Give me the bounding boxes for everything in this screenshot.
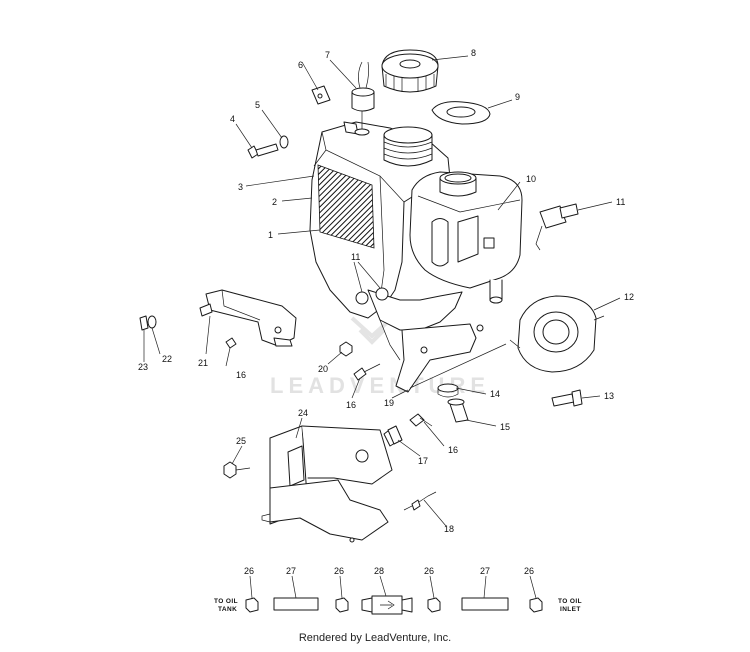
- nut-20[interactable]: [339, 341, 353, 357]
- callout-24: 24: [298, 408, 308, 418]
- callout-22: 22: [162, 354, 172, 364]
- callout-23: 23: [138, 362, 148, 372]
- callout-8: 8: [471, 48, 476, 58]
- support-bracket[interactable]: [261, 425, 401, 543]
- cap-gasket[interactable]: [431, 101, 491, 125]
- to-oil-tank-line1: TO OIL: [214, 598, 238, 605]
- callout-19: 19: [384, 398, 394, 408]
- oil-tank[interactable]: [309, 110, 463, 361]
- callout-26-a: 26: [244, 566, 254, 576]
- callout-21: 21: [198, 358, 208, 368]
- callout-13: 13: [604, 391, 614, 401]
- elbow-fitting[interactable]: [535, 203, 579, 251]
- callout-26-c: 26: [424, 566, 434, 576]
- callout-12: 12: [624, 292, 634, 302]
- callout-18: 18: [444, 524, 454, 534]
- screw-16-b[interactable]: [409, 413, 433, 427]
- callout-5: 5: [255, 100, 260, 110]
- oil-pump[interactable]: [509, 295, 605, 373]
- clip[interactable]: [311, 85, 331, 105]
- leader-lines: [143, 55, 621, 599]
- callout-16-c: 16: [448, 445, 458, 455]
- to-oil-tank-line2: TANK: [218, 606, 237, 613]
- hose-fitting-15[interactable]: [447, 398, 469, 423]
- callout-2: 2: [272, 197, 277, 207]
- callout-3: 3: [238, 182, 243, 192]
- callout-28: 28: [374, 566, 384, 576]
- callout-11-a: 11: [616, 197, 625, 207]
- screw-4[interactable]: [247, 143, 279, 159]
- callout-11-b: 11: [351, 252, 360, 262]
- callout-17: 17: [418, 456, 428, 466]
- callout-27-a: 27: [286, 566, 296, 576]
- callout-27-b: 27: [480, 566, 490, 576]
- mount-bracket[interactable]: [199, 289, 297, 347]
- callout-1: 1: [268, 230, 273, 240]
- callout-4: 4: [230, 114, 235, 124]
- callout-6: 6: [298, 60, 303, 70]
- callout-20: 20: [318, 364, 328, 374]
- tie-strap-18[interactable]: [403, 491, 437, 511]
- callout-16-b: 16: [346, 400, 356, 410]
- screw-16-c[interactable]: [225, 337, 237, 349]
- to-oil-inlet-line2: INLET: [560, 606, 581, 613]
- bolt-13[interactable]: [551, 389, 583, 407]
- callout-7: 7: [325, 50, 330, 60]
- callout-25: 25: [236, 436, 246, 446]
- callout-9: 9: [515, 92, 520, 102]
- insulation-pad[interactable]: [317, 164, 375, 249]
- level-sensor[interactable]: [351, 61, 375, 112]
- oil-reservoir[interactable]: [409, 171, 523, 304]
- screw-25[interactable]: [223, 461, 251, 479]
- washer-22[interactable]: [147, 315, 157, 329]
- washer-5[interactable]: [279, 135, 289, 149]
- callout-10: 10: [526, 174, 536, 184]
- screw-16-a[interactable]: [353, 363, 381, 381]
- to-oil-inlet-line1: TO OIL: [558, 598, 582, 605]
- footer-credit: Rendered by LeadVenture, Inc.: [298, 632, 452, 644]
- tank-bracket[interactable]: [395, 323, 484, 393]
- callout-16-a: 16: [236, 370, 246, 380]
- hose-assembly[interactable]: [245, 595, 543, 615]
- callout-15: 15: [500, 422, 510, 432]
- flow-labels: TO OIL TANK TO OIL INLET: [214, 598, 582, 613]
- grommet-14[interactable]: [437, 383, 459, 398]
- clip-17[interactable]: [387, 425, 403, 445]
- callout-14: 14: [490, 389, 500, 399]
- tank-cap[interactable]: [381, 49, 439, 93]
- callout-labels: 6 7 8 9 4 5 3 2 1 10 11 11 12 13 14 15 1…: [138, 48, 634, 576]
- nut-23[interactable]: [139, 315, 149, 331]
- callout-26-b: 26: [334, 566, 344, 576]
- callout-26-d: 26: [524, 566, 534, 576]
